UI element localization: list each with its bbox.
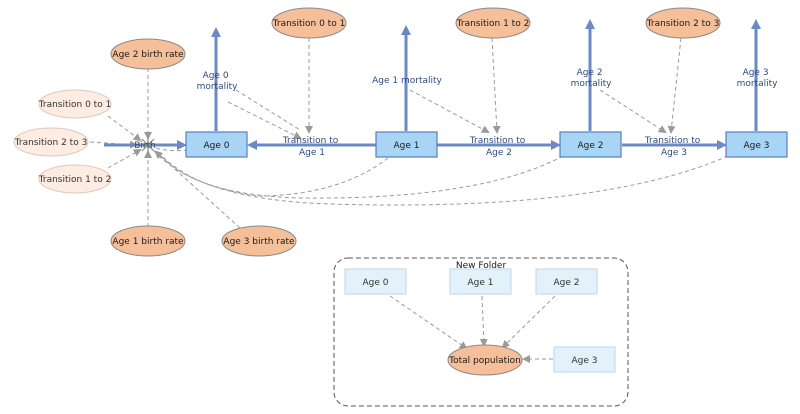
variable-transition-0-to-1-label: Transition 0 to 1 (272, 19, 346, 29)
stock-age1-label: Age 1 (394, 141, 420, 151)
ghost-stock-age3-label: Age 3 (572, 356, 598, 366)
variable-total-population[interactable]: Total population (447, 344, 523, 376)
stock-age3[interactable]: Age 3 (725, 131, 788, 158)
ghost-transition-1-to-2-label: Transition 1 to 2 (38, 175, 112, 185)
ghost-transition-2-to-3[interactable]: Transition 2 to 3 (13, 127, 89, 157)
link-age3-to-birth (153, 150, 729, 206)
link-age0-to-birth (155, 147, 189, 152)
link-age1-to-age1-mortality (409, 89, 490, 133)
stock-age0[interactable]: Age 0 (185, 131, 248, 158)
influence-links (89, 37, 729, 363)
variable-transition-0-to-1[interactable]: Transition 0 to 1 (271, 7, 347, 39)
variable-age3-birth-rate[interactable]: Age 3 birth rate (221, 225, 297, 257)
ghost-stock-age1[interactable]: Age 1 (449, 268, 512, 295)
ghost-transition-2-to-3-label: Transition 2 to 3 (14, 138, 88, 148)
new-folder[interactable]: New Folder Age 0 Age 1 Age 2 Age 3 Total… (333, 257, 629, 407)
new-folder-title: New Folder (456, 261, 507, 271)
transition-to-age1-label: Transition to Age 1 (282, 136, 341, 158)
stock-age2-label: Age 2 (578, 141, 604, 151)
variable-age1-birth-rate-label: Age 1 birth rate (112, 237, 184, 247)
stock-age1[interactable]: Age 1 (375, 131, 438, 158)
variable-age1-birth-rate[interactable]: Age 1 birth rate (110, 225, 186, 257)
ghost-stock-age0[interactable]: Age 0 (344, 268, 407, 295)
link-ghost-age0-to-total (389, 295, 468, 350)
ghost-stock-age3[interactable]: Age 3 (553, 346, 616, 373)
variable-transition-2-to-3[interactable]: Transition 2 to 3 (645, 7, 721, 39)
link-ghost-age1-to-total (479, 295, 488, 347)
flows (104, 19, 761, 150)
variable-age3-birth-rate-label: Age 3 birth rate (223, 237, 295, 247)
variable-total-population-label: Total population (448, 356, 521, 366)
age0-mortality-label: Age 0 mortality (197, 71, 239, 92)
link-t12-to-transition2 (491, 37, 501, 134)
link-ghost-t01-to-birth (107, 115, 142, 142)
ghost-stock-age2[interactable]: Age 2 (535, 268, 598, 295)
ghost-stock-age0-label: Age 0 (363, 278, 389, 288)
stock-age0-label: Age 0 (204, 141, 230, 151)
variable-age2-birth-rate-label: Age 2 birth rate (112, 50, 184, 60)
birth-valve-icon[interactable] (140, 137, 156, 153)
link-age0-to-age0-mortality (235, 89, 301, 131)
variable-transition-1-to-2-label: Transition 1 to 2 (456, 19, 530, 29)
stock-age3-label: Age 3 (744, 141, 770, 151)
ghost-transition-0-to-1[interactable]: Transition 0 to 1 (38, 89, 112, 119)
birth-flow-label: Birth (134, 141, 156, 151)
variable-transition-1-to-2[interactable]: Transition 1 to 2 (455, 7, 531, 39)
ghost-transition-0-to-1-label: Transition 0 to 1 (38, 100, 112, 110)
ghost-stock-age1-label: Age 1 (468, 278, 494, 288)
link-age1-to-birth (155, 149, 389, 197)
link-ghost-t12-to-birth (107, 149, 142, 169)
age1-mortality-label: Age 1 mortality (372, 76, 442, 86)
age2-mortality-label: Age 2 mortality (571, 68, 613, 89)
stock-age2[interactable]: Age 2 (559, 131, 622, 158)
link-ghost-age2-to-total (501, 295, 556, 349)
variable-age2-birth-rate[interactable]: Age 2 birth rate (110, 38, 186, 70)
ghost-transition-1-to-2[interactable]: Transition 1 to 2 (38, 164, 112, 194)
ghost-stock-age2-label: Age 2 (554, 278, 580, 288)
transition-to-age3-label: Transition to Age 3 (644, 136, 703, 158)
age3-mortality-label: Age 3 mortality (737, 68, 779, 89)
transition-to-age2-label: Transition to Age 2 (469, 136, 528, 158)
flow-labels: Birth Age 0 mortality Age 1 mortality Ag… (134, 68, 778, 158)
variable-transition-2-to-3-label: Transition 2 to 3 (646, 19, 720, 29)
link-t23-to-transition3 (667, 37, 682, 134)
link-age2-mortality-to-transition3 (599, 89, 667, 134)
